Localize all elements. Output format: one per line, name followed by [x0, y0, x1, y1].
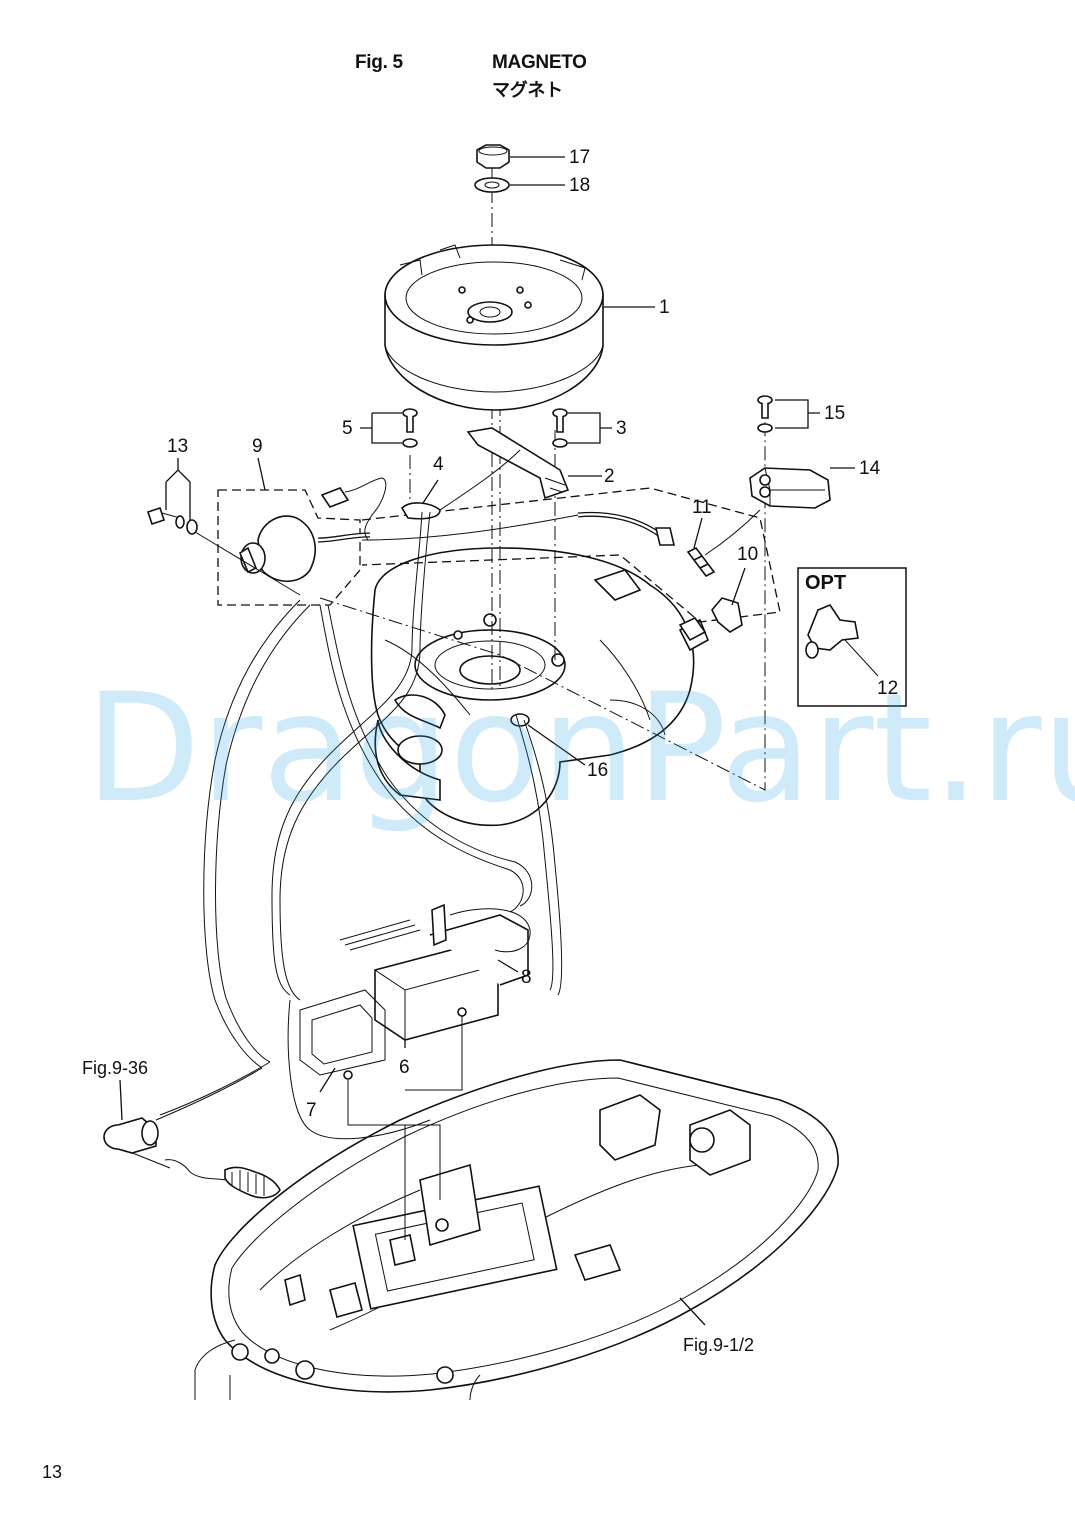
washer-18-drawing [474, 177, 510, 193]
lower-cover-drawing [194, 1059, 839, 1401]
page-title: MAGNETO [492, 52, 587, 73]
screw-15-drawing [757, 395, 773, 433]
magneto-base-drawing [370, 547, 710, 827]
spring-11-drawing [686, 546, 716, 578]
page-number: 13 [42, 1462, 63, 1482]
bolt-13-drawing [146, 506, 166, 526]
ref-kill-switch: Fig.9-36 [82, 1058, 148, 1078]
group-outline-9 [217, 489, 361, 606]
clamp-4-drawing [400, 502, 441, 520]
plug-cap-10-drawing [711, 597, 743, 633]
opt-label: OPT [805, 572, 846, 594]
callout-10: 10 [737, 544, 758, 565]
option-box [797, 567, 907, 707]
callout-8: 8 [521, 967, 532, 988]
callout-13: 13 [167, 436, 188, 457]
screw-5-drawing [402, 408, 418, 448]
callout-18: 18 [569, 175, 590, 196]
screw-3-drawing [552, 408, 568, 448]
callout-16: 16 [587, 760, 608, 781]
nut-17-drawing [476, 144, 510, 169]
cdi-unit-drawing [299, 903, 531, 1080]
flywheel-drawing [384, 244, 604, 411]
callout-3: 3 [616, 418, 627, 439]
figure-number: Fig. 5 [355, 52, 403, 73]
callout-labels: 17 18 1 5 3 4 2 15 14 13 9 11 10 OPT 12 … [82, 147, 898, 1355]
callout-5: 5 [342, 418, 353, 439]
ignition-coil-9-drawing [238, 477, 387, 583]
wiring-harness-drawing [155, 449, 761, 1140]
callout-12: 12 [877, 678, 898, 699]
callout-14: 14 [859, 458, 881, 479]
callout-2: 2 [604, 466, 615, 487]
callout-7: 7 [306, 1100, 317, 1121]
ref-lower-cover: Fig.9-1/2 [683, 1335, 754, 1355]
pulser-coil-2-drawing [466, 427, 570, 500]
callout-6: 6 [399, 1057, 410, 1078]
callout-11: 11 [692, 497, 712, 518]
grommet-16-drawing [510, 713, 530, 727]
coil-14-drawing [749, 467, 831, 509]
leader-lines [119, 156, 855, 1326]
callout-4: 4 [433, 454, 444, 475]
callout-1: 1 [659, 297, 670, 318]
watermark: DragonPart.ru [85, 662, 1075, 836]
page-title-japanese: マグネト [492, 80, 563, 101]
callout-17: 17 [569, 147, 590, 168]
callout-9: 9 [252, 436, 263, 457]
callout-15: 15 [824, 403, 845, 424]
kill-switch-drawing [103, 1117, 281, 1199]
